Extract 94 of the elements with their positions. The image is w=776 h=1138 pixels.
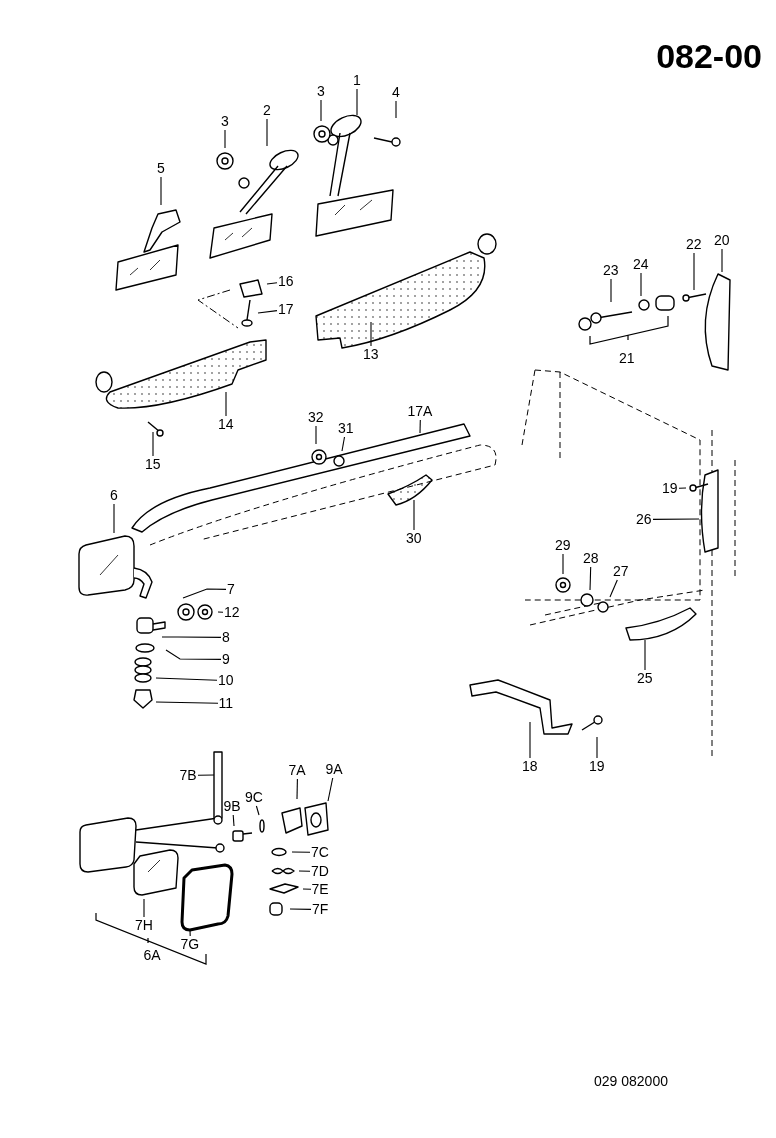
callout-number: 22 <box>686 236 702 252</box>
leader-line <box>189 929 191 937</box>
callout-number: 12 <box>224 604 240 620</box>
leader-line <box>266 118 268 147</box>
leader-line <box>370 321 372 347</box>
callout-number: 30 <box>406 530 422 546</box>
callout-number: 15 <box>145 456 161 472</box>
callout-number: 29 <box>555 537 571 553</box>
callout-number: 17A <box>407 403 433 419</box>
leader-line <box>609 579 618 598</box>
leader-line <box>224 129 226 149</box>
callout-number: 31 <box>338 420 354 436</box>
leader-line <box>721 248 723 273</box>
leader-line <box>693 252 695 291</box>
leader-line <box>197 774 215 776</box>
leader-line <box>266 282 278 285</box>
callout-number: 25 <box>637 670 653 686</box>
callout-number: 6 <box>110 487 118 503</box>
leader-line <box>155 701 219 704</box>
callout-number: 17 <box>278 301 294 317</box>
callout-number: 9B <box>223 798 241 814</box>
callout-number: 7G <box>180 936 200 952</box>
callout-number: 5 <box>157 160 165 176</box>
callout-number: 9A <box>325 761 343 777</box>
callout-number: 23 <box>603 262 619 278</box>
callout-number: 6A <box>143 947 161 963</box>
callout-number: 7F <box>312 901 329 917</box>
leader-line <box>152 431 154 457</box>
callout-number: 10 <box>218 672 234 688</box>
leader-line <box>143 898 145 918</box>
callout-number: 8 <box>222 629 230 645</box>
leader-line <box>562 553 564 575</box>
leader-line <box>652 518 700 520</box>
callout-number: 2 <box>263 102 271 118</box>
leader-line <box>320 99 322 122</box>
callout-number: 13 <box>363 346 379 362</box>
leader-line <box>529 721 531 759</box>
leader-line <box>296 778 298 800</box>
leader-line <box>356 88 358 116</box>
callout-number: 9C <box>245 789 263 805</box>
page-number: 082-00 <box>656 38 762 74</box>
leader-line <box>644 639 646 671</box>
callout-number: 27 <box>613 563 629 579</box>
leader-line <box>419 419 421 434</box>
callout-number: 32 <box>308 409 324 425</box>
leader-line <box>289 908 312 910</box>
callout-number: 7B <box>179 767 197 783</box>
leader-line <box>640 272 642 297</box>
callout-number: 24 <box>633 256 649 272</box>
leader-line <box>302 888 312 890</box>
callout-number: 7C <box>311 844 329 860</box>
leader-line <box>155 677 218 681</box>
leader-line <box>298 870 311 872</box>
leader-line <box>596 736 598 759</box>
drawing-number: 029 082000 <box>594 1073 668 1089</box>
callout-number: 28 <box>583 550 599 566</box>
leader-line <box>113 503 115 534</box>
leader-line <box>232 814 235 827</box>
leader-line <box>327 777 334 802</box>
callout-number: 7A <box>288 762 306 778</box>
callout-number: 3 <box>317 83 325 99</box>
leader-line <box>341 436 346 452</box>
callout-number: 7E <box>311 881 329 897</box>
leader-line <box>395 100 397 119</box>
callout-number: 7 <box>227 581 235 597</box>
leader-line <box>225 391 227 417</box>
leader-line <box>291 851 311 853</box>
callout-number: 1 <box>353 72 361 88</box>
leader-line <box>413 499 415 531</box>
callout-number: 26 <box>636 511 652 527</box>
leader-line <box>182 588 227 599</box>
leader-line <box>678 487 687 489</box>
leader-line <box>161 636 222 638</box>
callout-number: 3 <box>221 113 229 129</box>
callout-number: 7H <box>135 917 153 933</box>
leader-line <box>257 310 278 314</box>
callout-number: 20 <box>714 232 730 248</box>
callout-number: 18 <box>522 758 538 774</box>
callout-number: 19 <box>589 758 605 774</box>
callout-number: 16 <box>278 273 294 289</box>
leader-line <box>610 278 612 303</box>
callout-number: 21 <box>619 350 635 366</box>
callout-number: 9 <box>222 651 230 667</box>
leader-line <box>160 176 162 206</box>
callout-number: 19 <box>662 480 678 496</box>
leader-line <box>165 649 222 660</box>
callout-number: 7D <box>311 863 329 879</box>
leader-line <box>217 611 224 613</box>
callout-number: 11 <box>218 695 234 711</box>
leader-line <box>255 805 260 816</box>
callout-number: 14 <box>218 416 234 432</box>
callout-number: 4 <box>392 84 400 100</box>
leader-line <box>315 425 317 445</box>
leader-line <box>589 566 592 591</box>
